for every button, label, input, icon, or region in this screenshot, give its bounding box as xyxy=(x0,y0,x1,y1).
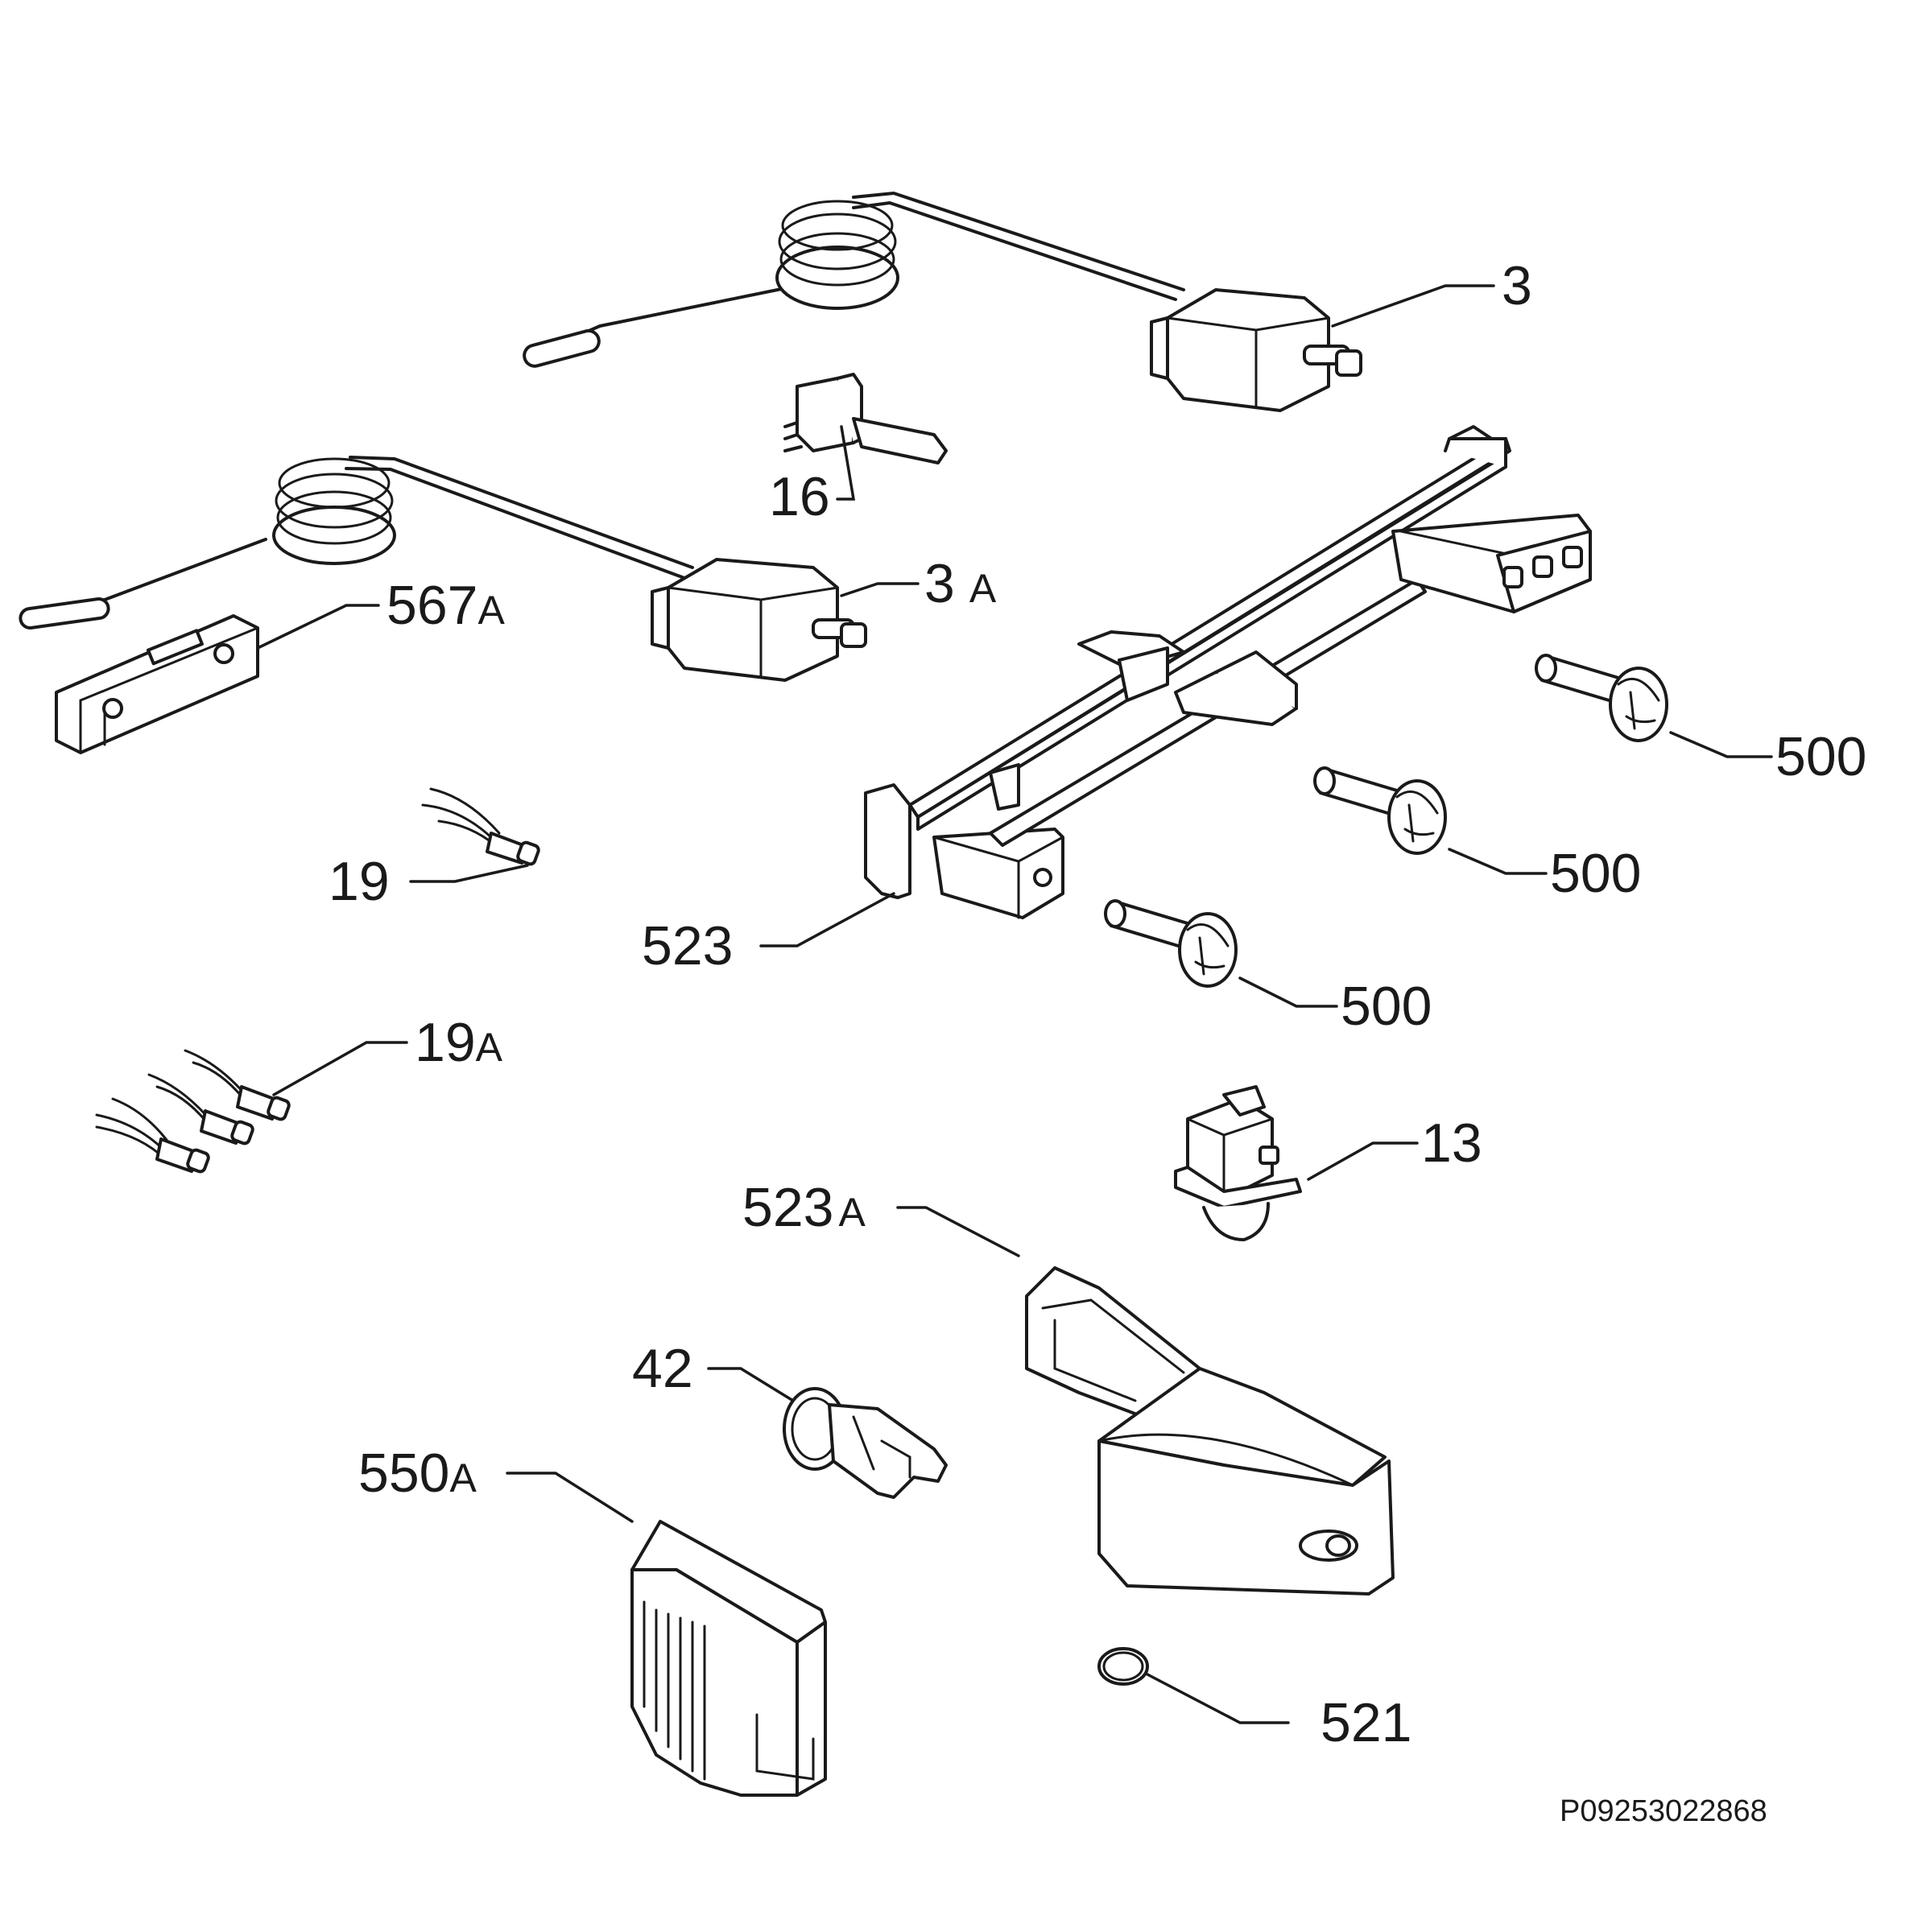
callout-523: 523 xyxy=(642,915,733,976)
callout-19: 19 xyxy=(329,851,390,912)
lamp-set-part-19a[interactable] xyxy=(95,1049,291,1174)
callout-521: 521 xyxy=(1321,1692,1411,1753)
reference-code: P09253022868 xyxy=(1560,1794,1767,1828)
callout-500-a: 500 xyxy=(1775,726,1866,787)
thermostat-part-3[interactable] xyxy=(522,192,1362,412)
bracket-part-567a[interactable] xyxy=(55,614,259,754)
thermostat-part-3a[interactable] xyxy=(19,456,867,682)
callout-16: 16 xyxy=(769,466,830,527)
lamp-holder-part-42[interactable] xyxy=(783,1387,948,1499)
callout-42: 42 xyxy=(632,1338,693,1399)
callout-3: 3 xyxy=(1502,255,1532,316)
callout-567a: 567A xyxy=(386,575,505,636)
switch-part-16[interactable] xyxy=(783,373,948,464)
o-ring-part-521[interactable] xyxy=(1097,1647,1149,1686)
rocker-switch-part-13[interactable] xyxy=(1174,1085,1302,1241)
callout-500-c: 500 xyxy=(1341,976,1432,1037)
lamp-part-19[interactable] xyxy=(421,787,540,866)
callout-550a: 550A xyxy=(358,1443,477,1504)
knob-part-500-a[interactable] xyxy=(1535,654,1668,742)
callout-13: 13 xyxy=(1421,1113,1482,1174)
knob-part-500-c[interactable] xyxy=(1104,899,1238,988)
knob-part-500-b[interactable] xyxy=(1313,766,1447,855)
callout-19a: 19A xyxy=(415,1012,503,1073)
rail-part-523[interactable] xyxy=(864,425,1592,919)
leader-lines xyxy=(256,284,1773,1724)
end-cap-part-550a[interactable] xyxy=(630,1520,827,1797)
callout-500-b: 500 xyxy=(1550,843,1641,904)
handle-cover-part-523a[interactable] xyxy=(1025,1266,1395,1596)
